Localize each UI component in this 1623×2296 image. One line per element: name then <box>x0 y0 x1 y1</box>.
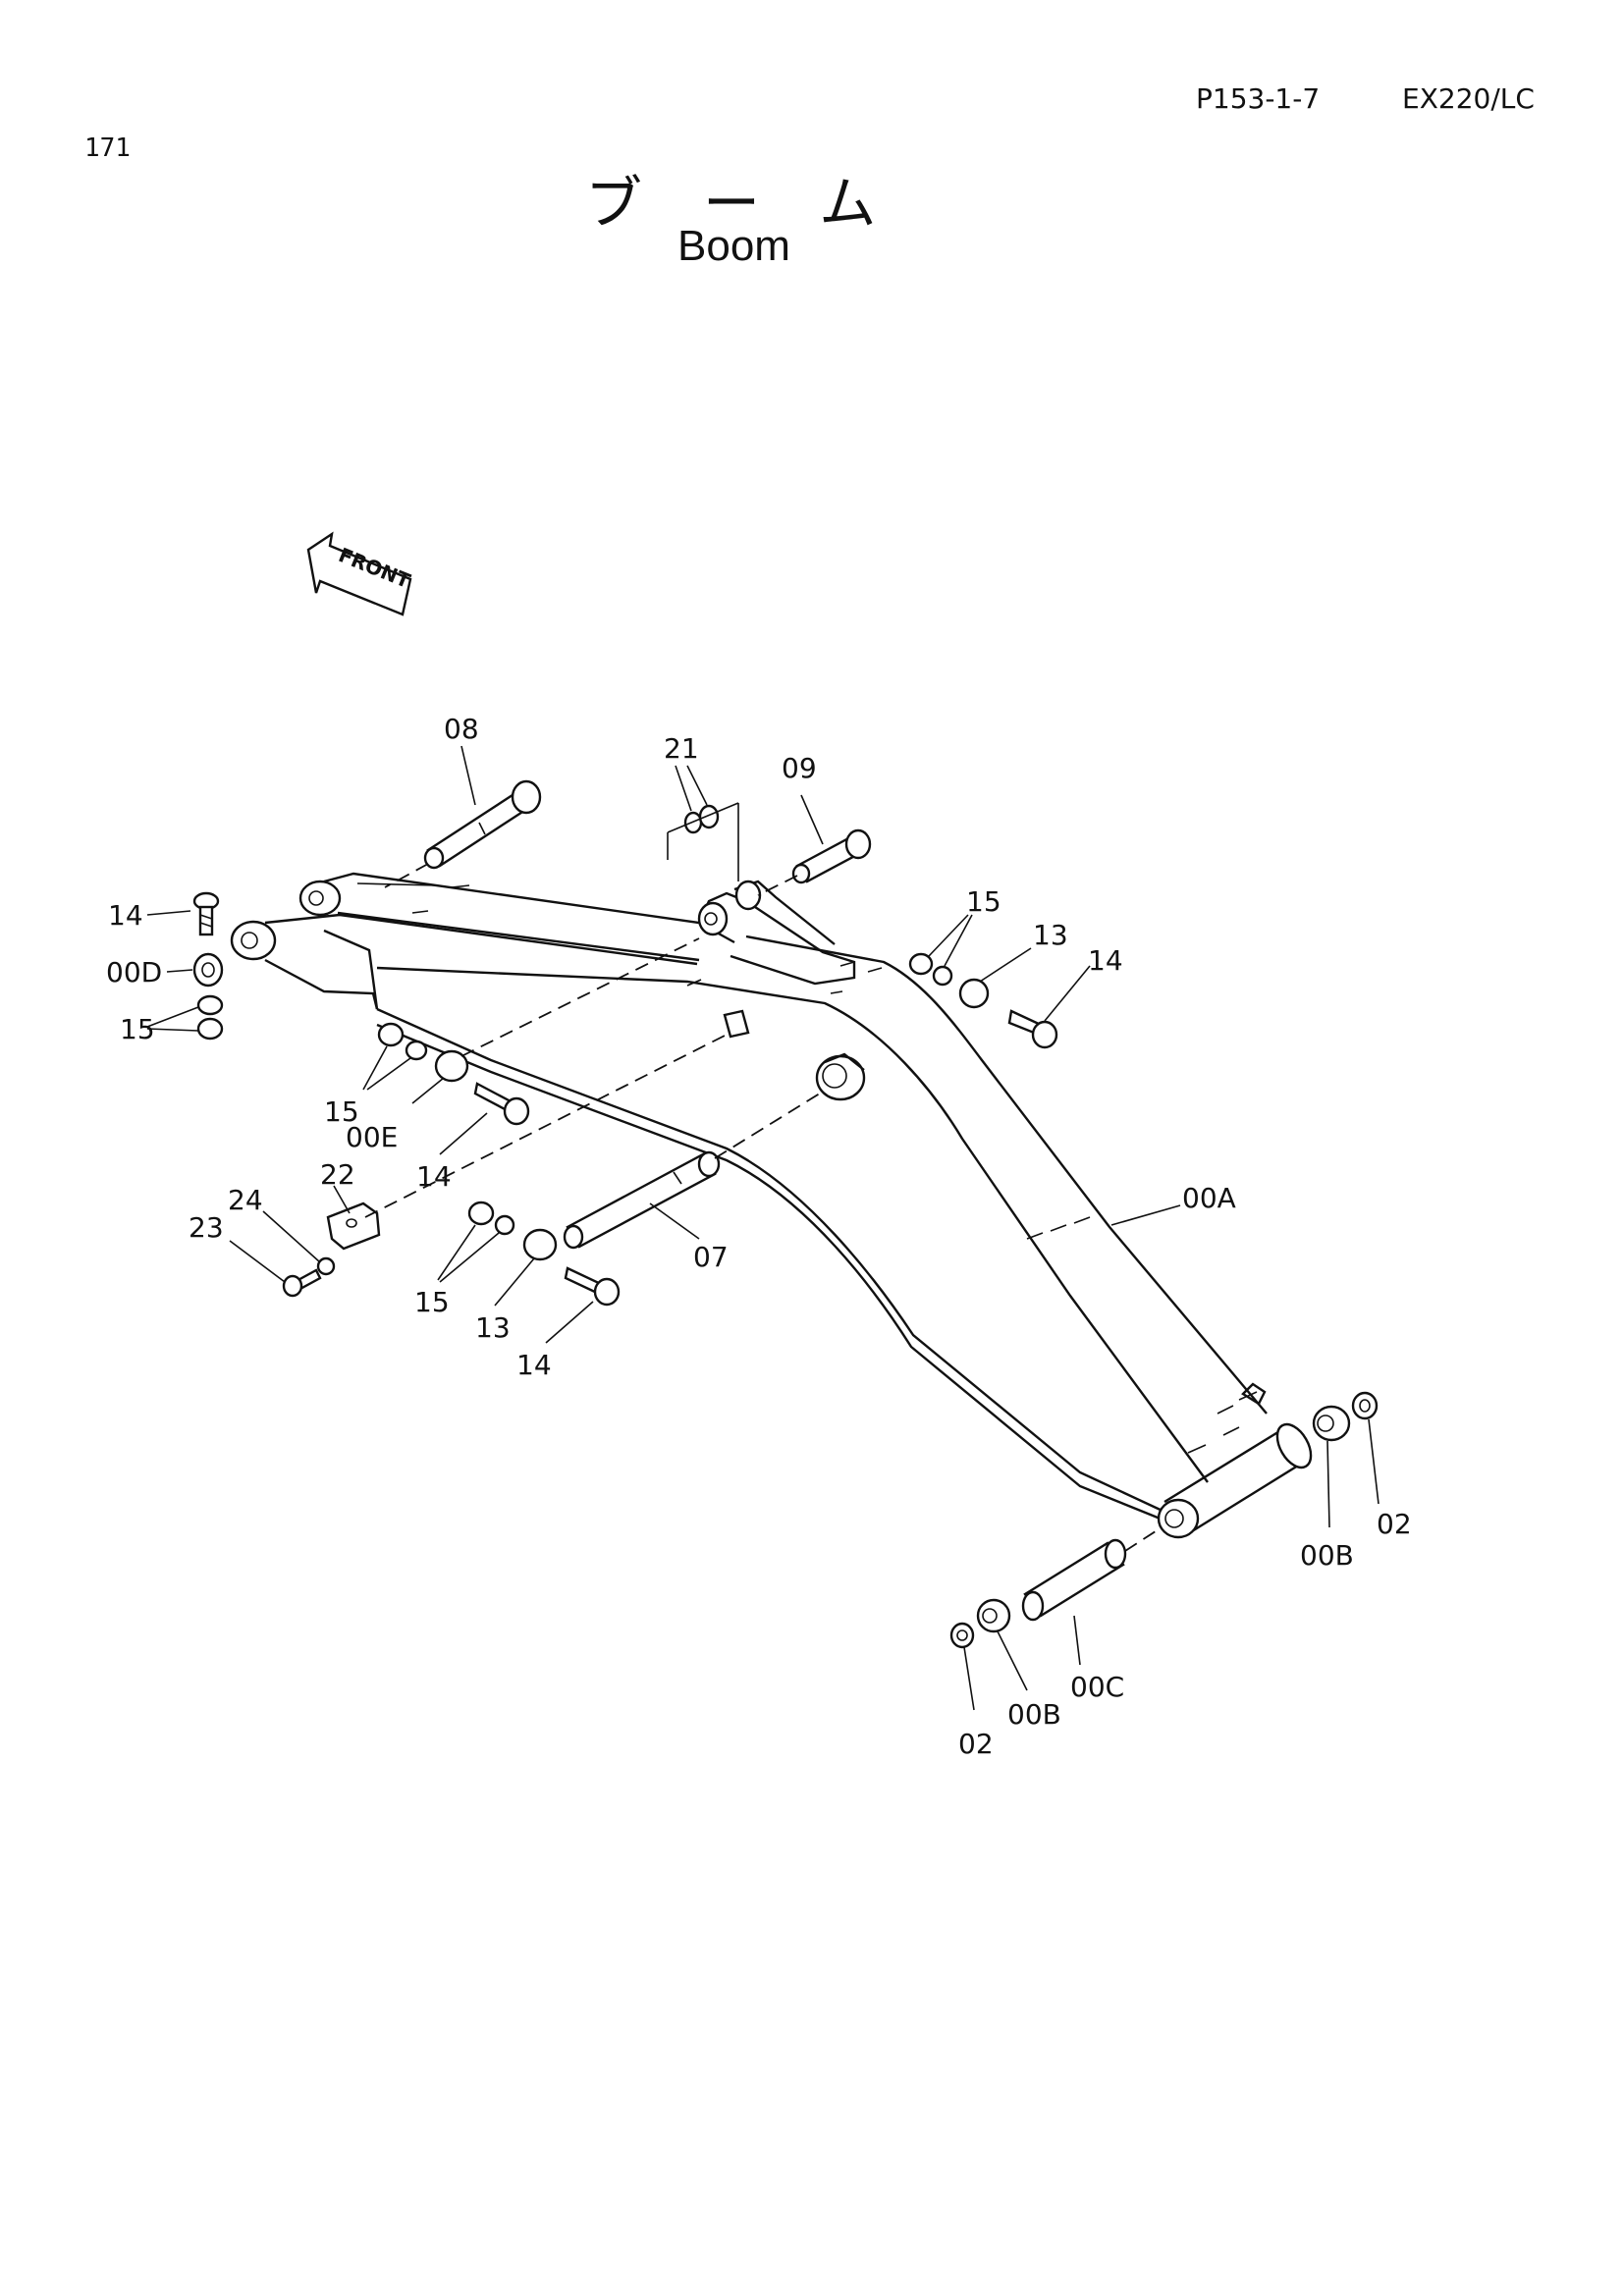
part-group-lower <box>467 1201 621 1307</box>
callout-labels: 08 21 09 14 00D 15 15 13 14 15 00E 14 22… <box>106 713 1412 1760</box>
part-15-nuts-left <box>196 994 224 1041</box>
callout-14-lower: 14 <box>516 1349 552 1381</box>
part-08-pin <box>384 779 542 888</box>
callout-00C: 00C <box>1070 1671 1124 1703</box>
part-24-washer <box>316 1256 336 1276</box>
reference-code: P153-1-7 <box>1196 82 1321 115</box>
part-14-bolt-upper-left <box>192 891 220 936</box>
title-japanese: ブーム <box>585 170 938 237</box>
callout-14-upper-right: 14 <box>1088 944 1123 977</box>
callout-15-lower: 15 <box>414 1286 450 1318</box>
part-group-upper-right <box>908 952 1058 1049</box>
part-21-washers <box>667 802 739 881</box>
callout-22: 22 <box>320 1158 355 1191</box>
callout-00B-lower: 00B <box>1007 1698 1061 1731</box>
callout-00E: 00E <box>346 1121 398 1153</box>
callout-14-middle: 14 <box>416 1160 452 1193</box>
part-00C-tube <box>1021 1528 1160 1622</box>
front-arrow-icon: FRONT <box>306 531 414 616</box>
callout-02-right: 02 <box>1377 1508 1412 1540</box>
callout-09: 09 <box>782 752 817 784</box>
part-22-plate <box>326 1034 728 1251</box>
part-00D-washer <box>192 952 224 988</box>
leader-lines <box>146 745 1380 1711</box>
part-23-bolt <box>282 1268 322 1298</box>
callout-00B-right: 00B <box>1300 1539 1354 1572</box>
callout-21: 21 <box>664 732 699 765</box>
callout-02-lower: 02 <box>958 1728 994 1760</box>
callout-08: 08 <box>444 713 479 745</box>
callout-15-middle: 15 <box>324 1095 359 1128</box>
callout-14-upper-left: 14 <box>108 899 143 932</box>
part-07-pin <box>563 1091 824 1250</box>
page-number: 171 <box>84 133 131 163</box>
part-02-washer-lower <box>949 1622 975 1649</box>
callout-23: 23 <box>189 1211 224 1244</box>
callout-15-upper-right: 15 <box>966 885 1001 918</box>
part-00B-bushing-right <box>1312 1405 1351 1442</box>
callout-13-lower: 13 <box>475 1311 511 1344</box>
callout-00A: 00A <box>1182 1182 1236 1214</box>
boom-body <box>230 872 1313 1539</box>
part-09-pin <box>757 828 872 896</box>
part-00B-bushing-lower <box>976 1598 1011 1633</box>
callout-24: 24 <box>228 1184 263 1216</box>
callout-15-left: 15 <box>120 1013 155 1045</box>
model-name: EX220/LC <box>1402 82 1535 115</box>
callout-07: 07 <box>693 1241 729 1273</box>
callout-13-upper-right: 13 <box>1033 919 1068 951</box>
part-group-middle <box>377 937 700 1126</box>
title-english: Boom <box>677 222 790 270</box>
callout-00D: 00D <box>106 956 162 988</box>
part-02-washer-right <box>1351 1391 1379 1420</box>
